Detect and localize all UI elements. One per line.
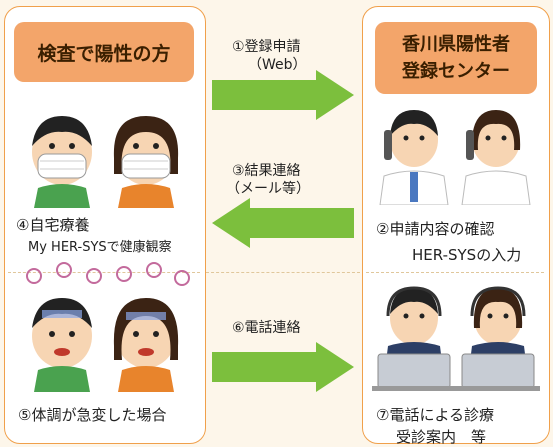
step2-title: ②申請内容の確認 <box>376 220 495 238</box>
step5-title: ⑤体調が急変した場合 <box>18 406 167 424</box>
patient-header: 検査で陽性の方 <box>14 22 194 82</box>
step1-sublabel: （Web） <box>248 57 307 73</box>
masked-patients-illustration <box>32 116 179 208</box>
operators-illustration <box>372 286 540 391</box>
divider-middle <box>206 272 360 273</box>
step1-label: ①登録申請 <box>232 39 301 55</box>
center-header: 香川県陽性者登録センター <box>375 22 537 94</box>
step7-subtitle: 受診案内 等 <box>396 428 487 446</box>
step4-title: ④自宅療養 <box>16 216 90 234</box>
step3-sublabel: （メール等） <box>226 181 310 197</box>
arrow-left-step3 <box>212 198 354 248</box>
divider-right <box>366 272 544 273</box>
step4-subtitle: My HER-SYSで健康観察 <box>28 240 172 255</box>
phone-staff-illustration <box>379 110 531 205</box>
divider-left <box>8 272 200 273</box>
arrow-right-step1 <box>212 70 354 120</box>
step3-label: ③結果連絡 <box>232 163 301 179</box>
step2-subtitle: HER-SYSの入力 <box>412 246 522 264</box>
sick-patients-illustration <box>26 262 190 392</box>
arrow-right-step6 <box>212 342 354 392</box>
step6-label: ⑥電話連絡 <box>232 320 301 336</box>
step7-title: ⑦電話による診療 <box>376 406 494 424</box>
